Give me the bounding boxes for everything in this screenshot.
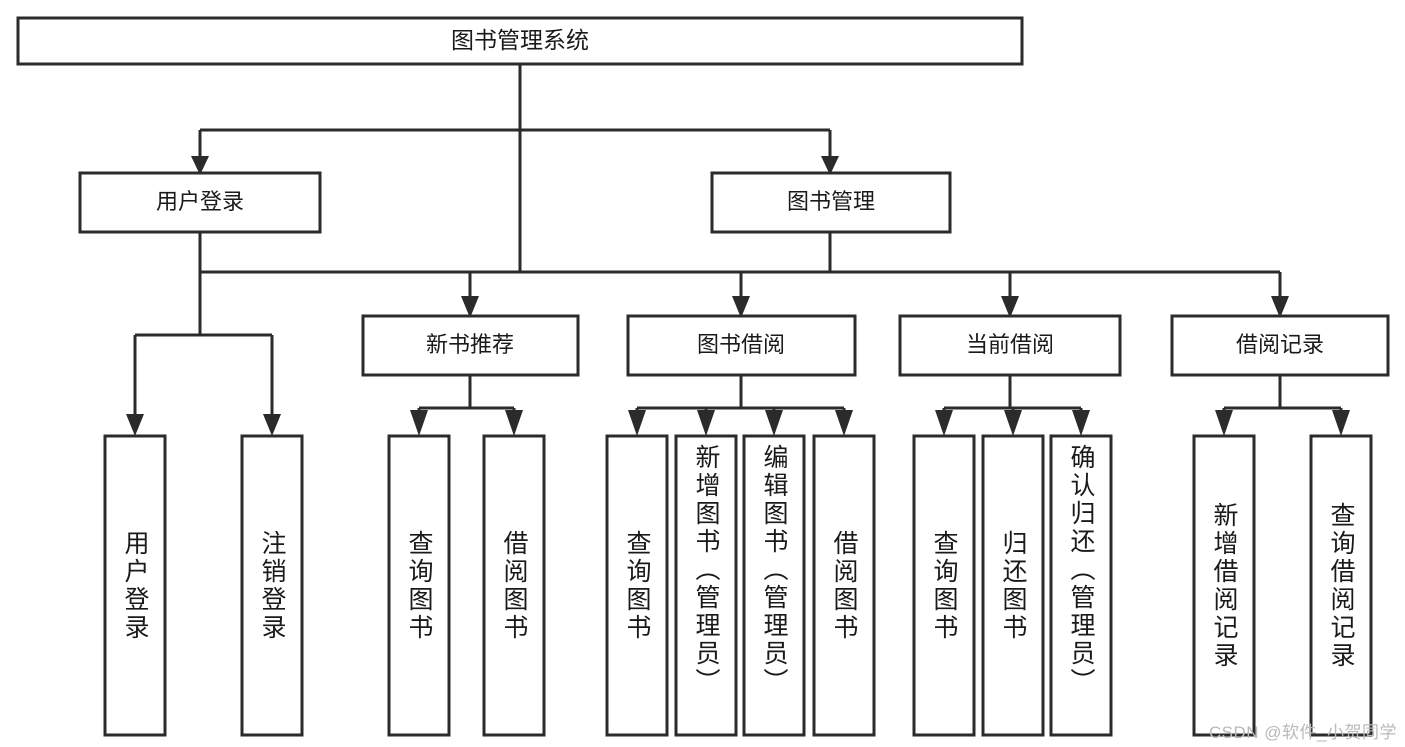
arrow-currentborrow-leaf-3: [1072, 410, 1090, 436]
leaf-boxes: [103, 434, 1373, 737]
leaf-box-book-borrow-1[interactable]: [674, 434, 738, 737]
connector-group-borrow-record: [1215, 375, 1350, 436]
leaf-box-borrow-record-0[interactable]: [1192, 434, 1256, 737]
leaf-box-book-borrow-3[interactable]: [812, 434, 876, 737]
arrow-book-manage: [821, 156, 839, 175]
level1-box-0[interactable]: [78, 171, 322, 234]
arrow-bookborrow-leaf-2: [697, 410, 715, 436]
node-current-borrow[interactable]: 当前借阅: [898, 314, 1122, 377]
root-label: 图书管理系统: [451, 27, 589, 53]
arrow-bookborrow-leaf-3: [765, 410, 783, 436]
node-root[interactable]: 图书管理系统: [16, 16, 1024, 66]
arrow-book-borrow: [732, 296, 750, 318]
arrow-currentborrow-leaf-2: [1004, 410, 1022, 436]
node-new-book-recommend[interactable]: 新书推荐: [361, 314, 580, 377]
level2-box-1[interactable]: [626, 314, 857, 377]
node-book-manage[interactable]: 图书管理: [710, 171, 952, 234]
arrow-new-book: [461, 296, 479, 318]
level1-label-1: 图书管理: [787, 189, 875, 214]
arrow-current-borrow: [1001, 296, 1019, 318]
arrow-user-login: [191, 156, 209, 175]
connector-group-book-borrow: [628, 375, 853, 436]
leaf-box-current-borrow-2[interactable]: [1049, 434, 1113, 737]
connector-group-new-book: [410, 375, 523, 436]
leaf-box-book-borrow-0[interactable]: [605, 434, 669, 737]
level1-label-0: 用户登录: [156, 189, 244, 214]
level2-label-3: 借阅记录: [1236, 332, 1324, 357]
arrow-borrow-record: [1271, 296, 1289, 318]
leaf-box-user-login-0[interactable]: [103, 434, 167, 737]
leaf-box-new-book-1[interactable]: [482, 434, 546, 737]
node-borrow-record[interactable]: 借阅记录: [1170, 314, 1390, 377]
root-box[interactable]: [16, 16, 1024, 66]
arrow-leaf-user-login: [126, 414, 144, 436]
connector-group-user-login: [126, 232, 281, 436]
arrow-newbook-leaf-2: [505, 410, 523, 436]
level2-label-1: 图书借阅: [697, 332, 785, 357]
leaf-box-borrow-record-1[interactable]: [1309, 434, 1373, 737]
leaf-box-current-borrow-0[interactable]: [912, 434, 976, 737]
arrow-bookborrow-leaf-1: [628, 410, 646, 436]
connector-group-book-manage: [461, 232, 1289, 318]
node-book-borrow[interactable]: 图书借阅: [626, 314, 857, 377]
arrow-newbook-leaf-1: [410, 410, 428, 436]
connector-root-tree: [191, 64, 839, 175]
arrow-borrowrecord-leaf-1: [1215, 410, 1233, 436]
arrow-currentborrow-leaf-1: [935, 410, 953, 436]
level2-label-2: 当前借阅: [966, 332, 1054, 357]
arrow-leaf-logout: [263, 414, 281, 436]
connector-group-current-borrow: [935, 375, 1090, 436]
arrow-borrowrecord-leaf-2: [1332, 410, 1350, 436]
connector-group-root: [198, 64, 832, 274]
level1-box-1[interactable]: [710, 171, 952, 234]
leaf-box-user-login-1[interactable]: [240, 434, 304, 737]
csdn-watermark: CSDN @软件_小贺同学: [1208, 723, 1397, 742]
arrow-bookborrow-leaf-4: [835, 410, 853, 436]
level2-box-2[interactable]: [898, 314, 1122, 377]
level2-box-0[interactable]: [361, 314, 580, 377]
leaf-box-new-book-0[interactable]: [387, 434, 451, 737]
leaf-box-book-borrow-2[interactable]: [742, 434, 806, 737]
level2-box-3[interactable]: [1170, 314, 1390, 377]
level2-label-0: 新书推荐: [426, 332, 514, 357]
node-user-login[interactable]: 用户登录: [78, 171, 322, 234]
leaf-box-current-borrow-1[interactable]: [981, 434, 1045, 737]
